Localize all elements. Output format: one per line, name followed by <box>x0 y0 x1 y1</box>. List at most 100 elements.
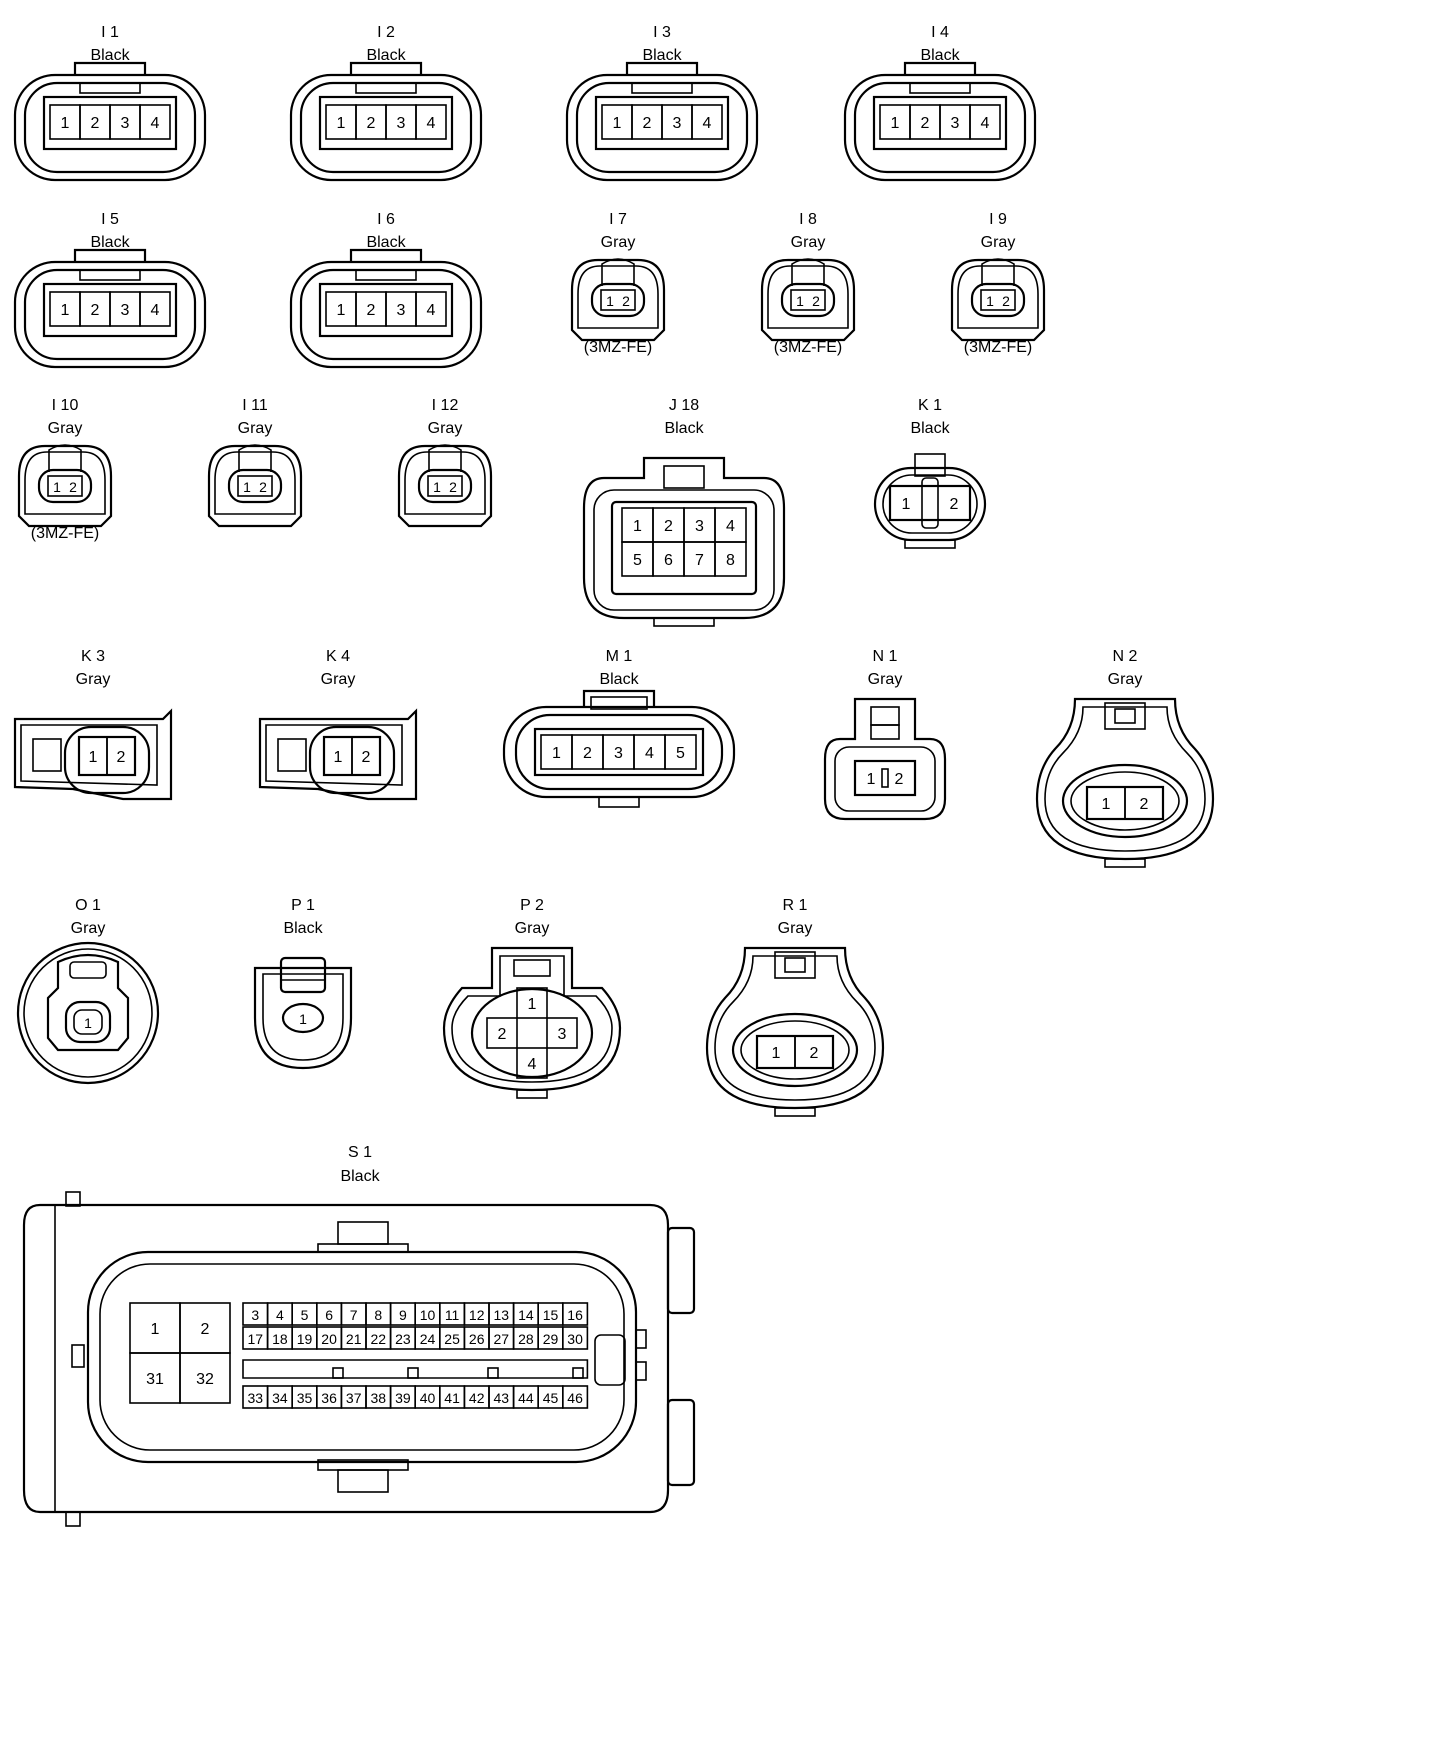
connector-id: I 9 <box>989 211 1007 228</box>
pin-3: 3 <box>121 302 130 319</box>
pin-1: 1 <box>61 302 70 319</box>
pin-19: 19 <box>297 1331 313 1347</box>
pin-18: 18 <box>272 1331 288 1347</box>
pin-36: 36 <box>321 1390 337 1406</box>
pin-2: 2 <box>367 115 376 132</box>
pin-1: 1 <box>89 749 98 766</box>
pin-2: 2 <box>201 1321 210 1338</box>
pin-46: 46 <box>567 1390 583 1406</box>
connector-note: (3MZ-FE) <box>774 339 842 356</box>
pin-2: 2 <box>950 496 959 513</box>
pin-4: 4 <box>726 518 735 535</box>
pin-4: 4 <box>427 302 436 319</box>
pin-25: 25 <box>444 1331 460 1347</box>
connector-color: Black <box>90 234 130 251</box>
connector-color: Black <box>283 920 323 937</box>
pin-2: 2 <box>895 771 904 788</box>
pin-24: 24 <box>420 1331 436 1347</box>
pin-1: 1 <box>61 115 70 132</box>
pin-40: 40 <box>420 1390 436 1406</box>
connector-color: Black <box>920 47 960 64</box>
pin-3: 3 <box>121 115 130 132</box>
pin-1: 1 <box>84 1015 92 1031</box>
pin-2: 2 <box>117 749 126 766</box>
pin-39: 39 <box>395 1390 411 1406</box>
pin-5: 5 <box>633 552 642 569</box>
connector-id: K 4 <box>326 648 350 665</box>
pin-3: 3 <box>695 518 704 535</box>
pin-1: 1 <box>243 479 251 495</box>
connector-color: Black <box>340 1168 380 1185</box>
pin-11: 11 <box>445 1307 460 1323</box>
connector-color: Black <box>664 420 704 437</box>
connector-color: Black <box>599 671 639 688</box>
pin-3: 3 <box>673 115 682 132</box>
pin-14: 14 <box>518 1307 534 1323</box>
pin-29: 29 <box>543 1331 559 1347</box>
connector-color: Black <box>642 47 682 64</box>
connector-id: I 1 <box>101 24 119 41</box>
pin-31: 31 <box>146 1371 164 1388</box>
pin-1: 1 <box>613 115 622 132</box>
connector-id: R 1 <box>783 897 808 914</box>
pin-41: 41 <box>444 1390 460 1406</box>
connector-id: K 1 <box>918 397 942 414</box>
pin-2: 2 <box>1002 293 1010 309</box>
connector-color: Gray <box>868 671 903 688</box>
pin-44: 44 <box>518 1390 534 1406</box>
connector-note: (3MZ-FE) <box>584 339 652 356</box>
connector-id: N 2 <box>1113 648 1138 665</box>
pin-23: 23 <box>395 1331 411 1347</box>
pin-33: 33 <box>248 1390 264 1406</box>
connector-color: Gray <box>48 420 83 437</box>
pin-1: 1 <box>334 749 343 766</box>
connector-color: Black <box>366 47 406 64</box>
connector-id: I 8 <box>799 211 817 228</box>
pin-4: 4 <box>981 115 990 132</box>
pin-2: 2 <box>1140 796 1149 813</box>
pin-2: 2 <box>91 302 100 319</box>
pin-4: 4 <box>276 1307 284 1323</box>
pin-2: 2 <box>812 293 820 309</box>
pin-1: 1 <box>867 771 876 788</box>
pin-7: 7 <box>350 1307 358 1323</box>
pin-1: 1 <box>433 479 441 495</box>
pin-3: 3 <box>558 1026 567 1043</box>
pin-2: 2 <box>69 479 77 495</box>
pin-2: 2 <box>664 518 673 535</box>
pin-2: 2 <box>622 293 630 309</box>
pin-1: 1 <box>902 496 911 513</box>
pin-2: 2 <box>810 1045 819 1062</box>
pin-5: 5 <box>301 1307 309 1323</box>
connector-id: J 18 <box>669 397 699 414</box>
pin-4: 4 <box>528 1056 537 1073</box>
connector-color: Black <box>366 234 406 251</box>
pin-13: 13 <box>494 1307 510 1323</box>
pin-1: 1 <box>633 518 642 535</box>
connector-color: Gray <box>428 420 463 437</box>
pin-1: 1 <box>299 1011 307 1027</box>
connector-color: Gray <box>76 671 111 688</box>
pin-35: 35 <box>297 1390 313 1406</box>
connector-id: K 3 <box>81 648 105 665</box>
pin-17: 17 <box>248 1331 264 1347</box>
connector-id: P 2 <box>520 897 544 914</box>
pin-45: 45 <box>543 1390 559 1406</box>
